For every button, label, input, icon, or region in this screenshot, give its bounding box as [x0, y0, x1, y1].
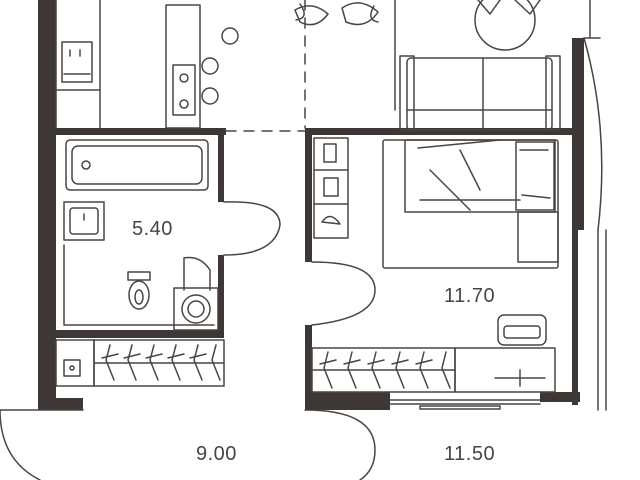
- left-outer-wall: [38, 0, 56, 400]
- stove-icon: [201, 27, 239, 105]
- bathroom-area-label: 5.40: [132, 218, 173, 240]
- kitchen-counter-icon: [55, 0, 101, 129]
- bathroom-inner-partition: [63, 244, 215, 326]
- desk-icon: [454, 347, 556, 393]
- bedroom-left-lower-wall: [305, 325, 312, 410]
- entrance-door: [0, 409, 376, 480]
- balcony-room-area-label: 11.50: [444, 443, 495, 465]
- walls: [38, 0, 584, 410]
- hall-area-label: 9.00: [196, 443, 237, 465]
- kitchen-island: [165, 4, 201, 129]
- bedroom-shelves: [313, 137, 349, 239]
- bedroom-top-wall: [305, 128, 575, 135]
- bedroom-door: [311, 261, 376, 326]
- left-wall-foot: [38, 398, 83, 410]
- sink-icon: [63, 201, 105, 241]
- kitchen-bath-divider-wall: [56, 128, 226, 135]
- right-window-wall: [572, 38, 584, 230]
- bedroom-area-label: 11.70: [444, 285, 495, 307]
- bed-icon: [382, 139, 559, 269]
- bathroom-bottom-wall: [56, 330, 224, 338]
- washing-machine-icon: [173, 287, 219, 331]
- bathtub-icon: [65, 139, 209, 191]
- wardrobe-icon: [311, 347, 456, 393]
- toilet-icon: [127, 271, 151, 310]
- window-icon: [583, 0, 607, 411]
- wardrobe-icon: [55, 339, 225, 387]
- bathroom-right-lower-wall: [218, 255, 224, 338]
- chair-icon: [294, 2, 379, 26]
- sofa-icon: [399, 55, 561, 131]
- balcony-glazing: [389, 399, 541, 410]
- balcony-wall: [540, 392, 580, 402]
- bedroom-left-wall: [305, 132, 312, 262]
- bathroom-door: [183, 201, 281, 291]
- chair-icon: [497, 314, 547, 346]
- plant-icon: [474, 0, 541, 51]
- bathroom-right-wall: [218, 132, 224, 202]
- wardrobe-bottom-wall: [305, 392, 390, 410]
- right-lower-wall: [572, 230, 578, 405]
